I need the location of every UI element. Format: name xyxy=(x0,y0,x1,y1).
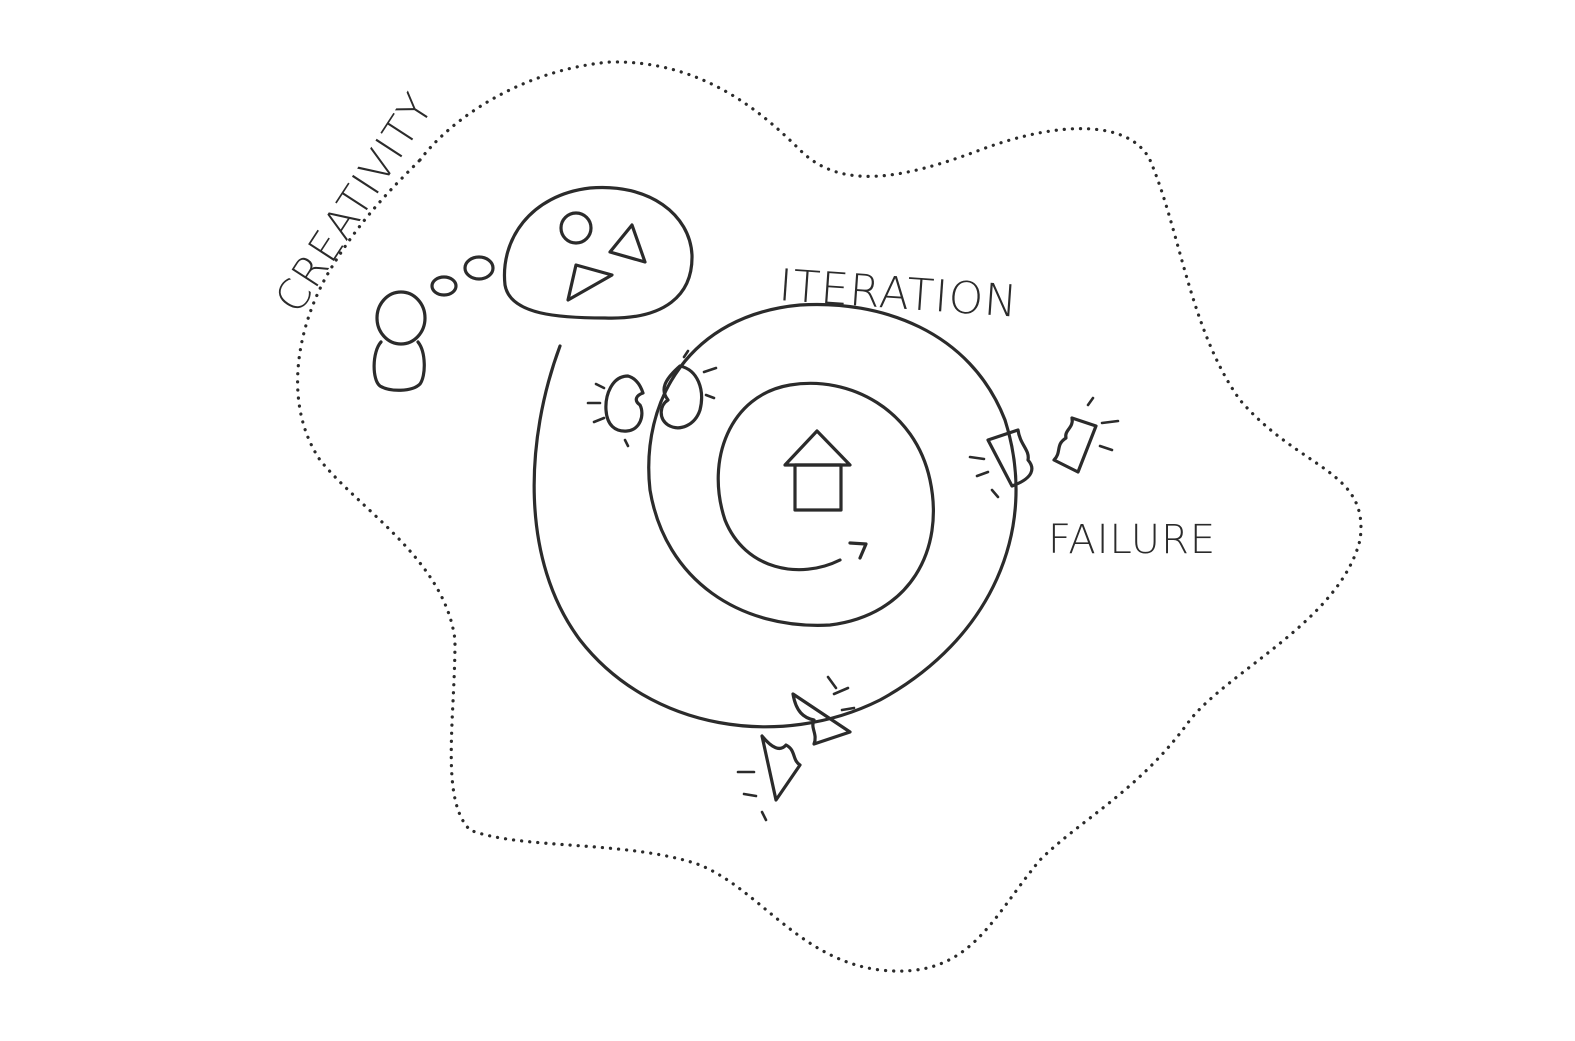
creativity-boundary xyxy=(296,60,1363,973)
broken-triangle-icon xyxy=(736,675,856,822)
person-icon xyxy=(372,290,427,392)
house-icon xyxy=(783,429,852,512)
broken-circle-icon xyxy=(586,349,718,448)
failure-label: FAILURE xyxy=(1048,517,1216,563)
iteration-label: ITERATION xyxy=(777,260,1020,328)
broken-square-icon xyxy=(968,396,1120,499)
spiral-arrow-icon xyxy=(848,541,868,560)
iteration-spiral xyxy=(532,302,1018,729)
thought-bubble-icon xyxy=(430,185,694,320)
creativity-label: CREATIVITY xyxy=(265,84,443,321)
